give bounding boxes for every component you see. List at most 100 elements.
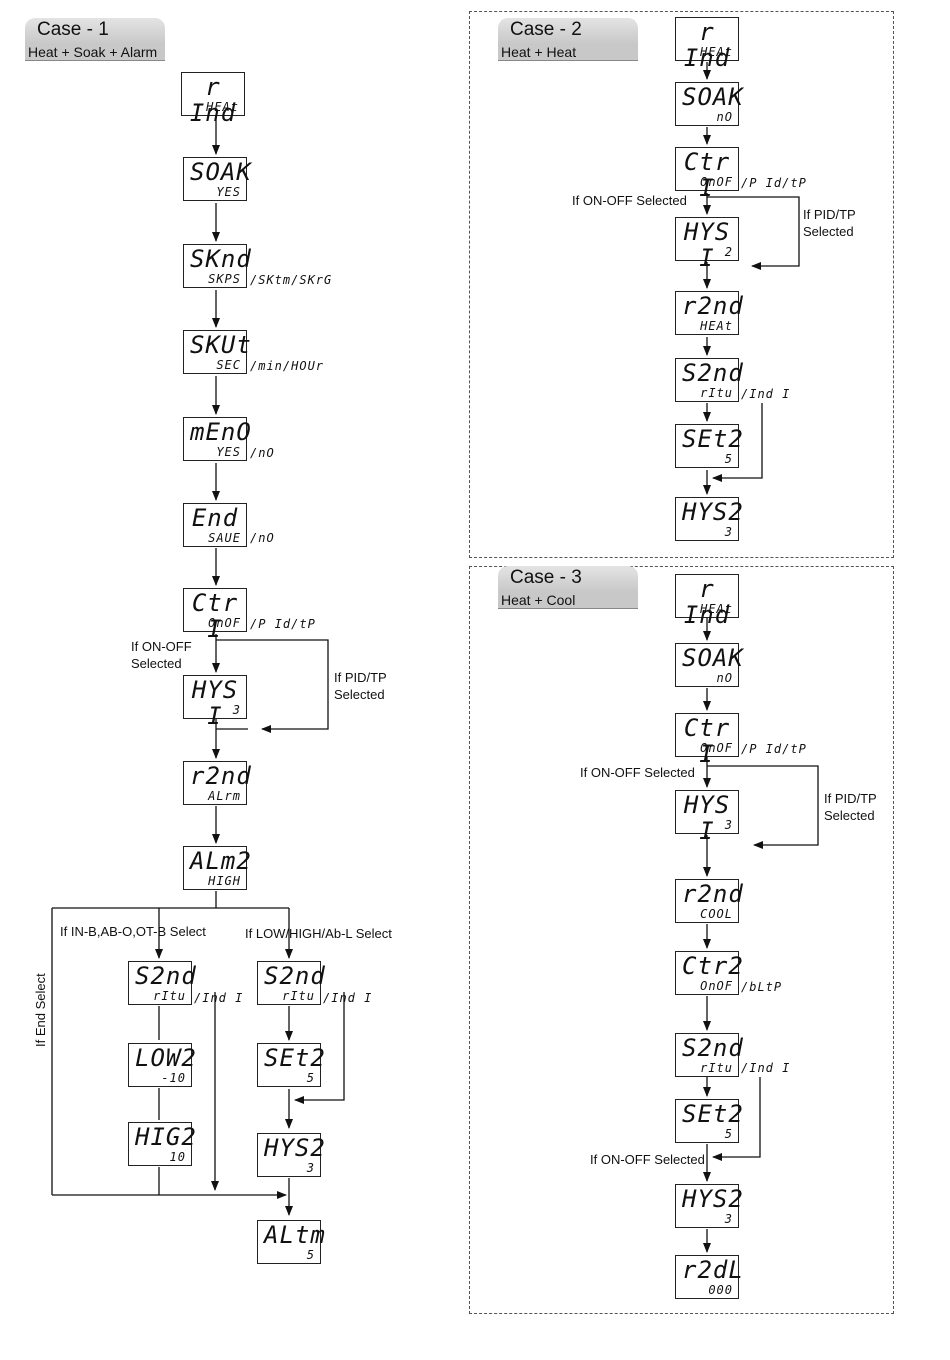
label-pid-tp: If PID/TP Selected bbox=[334, 670, 387, 702]
display-bottom: SAUE bbox=[208, 531, 241, 545]
option-text: /SKtm/SKrG bbox=[250, 273, 333, 287]
display-top: LOW2 bbox=[135, 1044, 197, 1072]
option-text: /P Id/tP bbox=[741, 176, 807, 190]
option-text: /nO bbox=[250, 531, 275, 545]
display-alm2: ALm2 HIGH bbox=[183, 846, 252, 890]
display-s2nd: S2nd rItu bbox=[257, 961, 326, 1005]
display-bottom: 3 bbox=[232, 703, 241, 717]
display-top: SOAK bbox=[190, 158, 252, 186]
label-on-off: If ON-OFF Selected bbox=[572, 193, 687, 208]
display-r2dl: r2dL 000 bbox=[675, 1255, 744, 1299]
display-ctr1: Ctr I OnOF bbox=[675, 147, 739, 201]
option-text: /bLtP bbox=[741, 980, 783, 994]
label-on-off: If ON-OFF Selected bbox=[131, 639, 192, 671]
display-rind: r Ind HEAt bbox=[181, 72, 245, 126]
display-bottom: 5 bbox=[306, 1248, 315, 1262]
display-hys1: HYS I 2 bbox=[675, 217, 739, 271]
display-top: HYS2 bbox=[682, 1185, 744, 1213]
display-bottom: 3 bbox=[724, 1212, 733, 1226]
display-bottom: HIGH bbox=[208, 874, 241, 888]
display-bottom: OnOF bbox=[208, 616, 241, 630]
display-top: Ctr I bbox=[683, 148, 731, 202]
case3-subtitle: Heat + Cool bbox=[498, 591, 638, 609]
display-top: Ctr I bbox=[191, 589, 239, 643]
display-top: r Ind bbox=[683, 18, 731, 72]
display-hig2: HIG2 10 bbox=[128, 1122, 197, 1166]
display-top: Ctr I bbox=[683, 714, 731, 768]
display-top: HIG2 bbox=[135, 1123, 197, 1151]
case2-subtitle: Heat + Heat bbox=[498, 43, 638, 61]
option-text: /Ind I bbox=[323, 991, 373, 1005]
label-end-select: If End Select bbox=[33, 973, 48, 1047]
display-top: mEnO bbox=[190, 418, 252, 446]
display-bottom: YES bbox=[216, 445, 241, 459]
label-pid-tp: If PID/TP Selected bbox=[824, 791, 877, 823]
display-meno: mEnO YES bbox=[183, 417, 252, 461]
display-set2: SEt2 5 bbox=[257, 1043, 326, 1087]
case3-title: Case - 3 bbox=[498, 566, 638, 591]
display-top: HYS I bbox=[191, 676, 239, 730]
display-bottom: nO bbox=[716, 671, 733, 685]
display-bottom: HEAt bbox=[700, 319, 733, 333]
option-text: /Ind I bbox=[741, 387, 791, 401]
display-s2nd: S2nd rItu bbox=[675, 358, 743, 402]
display-bottom: COOL bbox=[700, 907, 733, 921]
display-end: End SAUE bbox=[183, 503, 247, 547]
display-top: SEt2 bbox=[682, 425, 744, 453]
display-bottom: 5 bbox=[724, 1127, 733, 1141]
display-bottom: 000 bbox=[708, 1283, 733, 1297]
display-rind: r Ind HEAt bbox=[675, 17, 739, 71]
display-bottom: OnOF bbox=[700, 979, 733, 993]
display-bottom: HEAt bbox=[700, 45, 733, 59]
display-top: r Ind bbox=[189, 73, 237, 127]
case2-frame bbox=[469, 11, 894, 558]
display-skut: SKUt SEC bbox=[183, 330, 252, 374]
display-hys1: HYS I 3 bbox=[675, 790, 739, 844]
case3-frame bbox=[469, 566, 894, 1314]
display-hys1: HYS I 3 bbox=[183, 675, 247, 729]
display-ctr2: Ctr2 OnOF bbox=[675, 951, 743, 995]
display-soak: SOAK nO bbox=[675, 643, 744, 687]
display-top: r2nd bbox=[190, 762, 252, 790]
display-bottom: -10 bbox=[161, 1071, 186, 1085]
display-bottom: 5 bbox=[306, 1071, 315, 1085]
display-sknd: SKnd SKPS bbox=[183, 244, 251, 288]
option-text: /P Id/tP bbox=[741, 742, 807, 756]
display-bottom: 2 bbox=[724, 245, 733, 259]
display-top: SOAK bbox=[682, 644, 744, 672]
option-text: /Ind I bbox=[194, 991, 244, 1005]
display-bottom: SKPS bbox=[208, 272, 241, 286]
display-top: SKUt bbox=[190, 331, 252, 359]
display-bottom: OnOF bbox=[700, 741, 733, 755]
display-top: End bbox=[191, 504, 239, 532]
display-bottom: rItu bbox=[153, 989, 186, 1003]
display-low2: LOW2 -10 bbox=[128, 1043, 197, 1087]
display-bottom: 3 bbox=[724, 525, 733, 539]
display-top: SEt2 bbox=[682, 1100, 744, 1128]
display-top: S2nd bbox=[264, 962, 326, 990]
case2-title: Case - 2 bbox=[498, 18, 638, 43]
display-soak: SOAK YES bbox=[183, 157, 252, 201]
display-top: SEt2 bbox=[264, 1044, 326, 1072]
display-bottom: rItu bbox=[700, 386, 733, 400]
display-top: HYS2 bbox=[264, 1134, 326, 1162]
display-bottom: HEAt bbox=[206, 100, 239, 114]
display-top: HYS2 bbox=[682, 498, 744, 526]
display-top: r Ind bbox=[683, 575, 731, 629]
display-hys2: HYS2 3 bbox=[675, 1184, 744, 1228]
display-ctr1: Ctr I OnOF bbox=[675, 713, 739, 767]
case1-title: Case - 1 bbox=[25, 18, 165, 43]
display-top: S2nd bbox=[135, 962, 197, 990]
label-on-off-2: If ON-OFF Selected bbox=[590, 1152, 705, 1167]
label-in-b: If IN-B,AB-O,OT-B Select bbox=[60, 924, 206, 939]
display-top: ALm2 bbox=[190, 847, 252, 875]
display-bottom: HEAt bbox=[700, 602, 733, 616]
display-top: HYS I bbox=[683, 791, 731, 845]
display-top: r2dL bbox=[682, 1256, 744, 1284]
display-bottom: rItu bbox=[700, 1061, 733, 1075]
option-text: /Ind I bbox=[741, 1061, 791, 1075]
display-altm: ALtm 5 bbox=[257, 1220, 325, 1264]
display-top: HYS I bbox=[683, 218, 731, 272]
display-top: S2nd bbox=[682, 1034, 744, 1062]
